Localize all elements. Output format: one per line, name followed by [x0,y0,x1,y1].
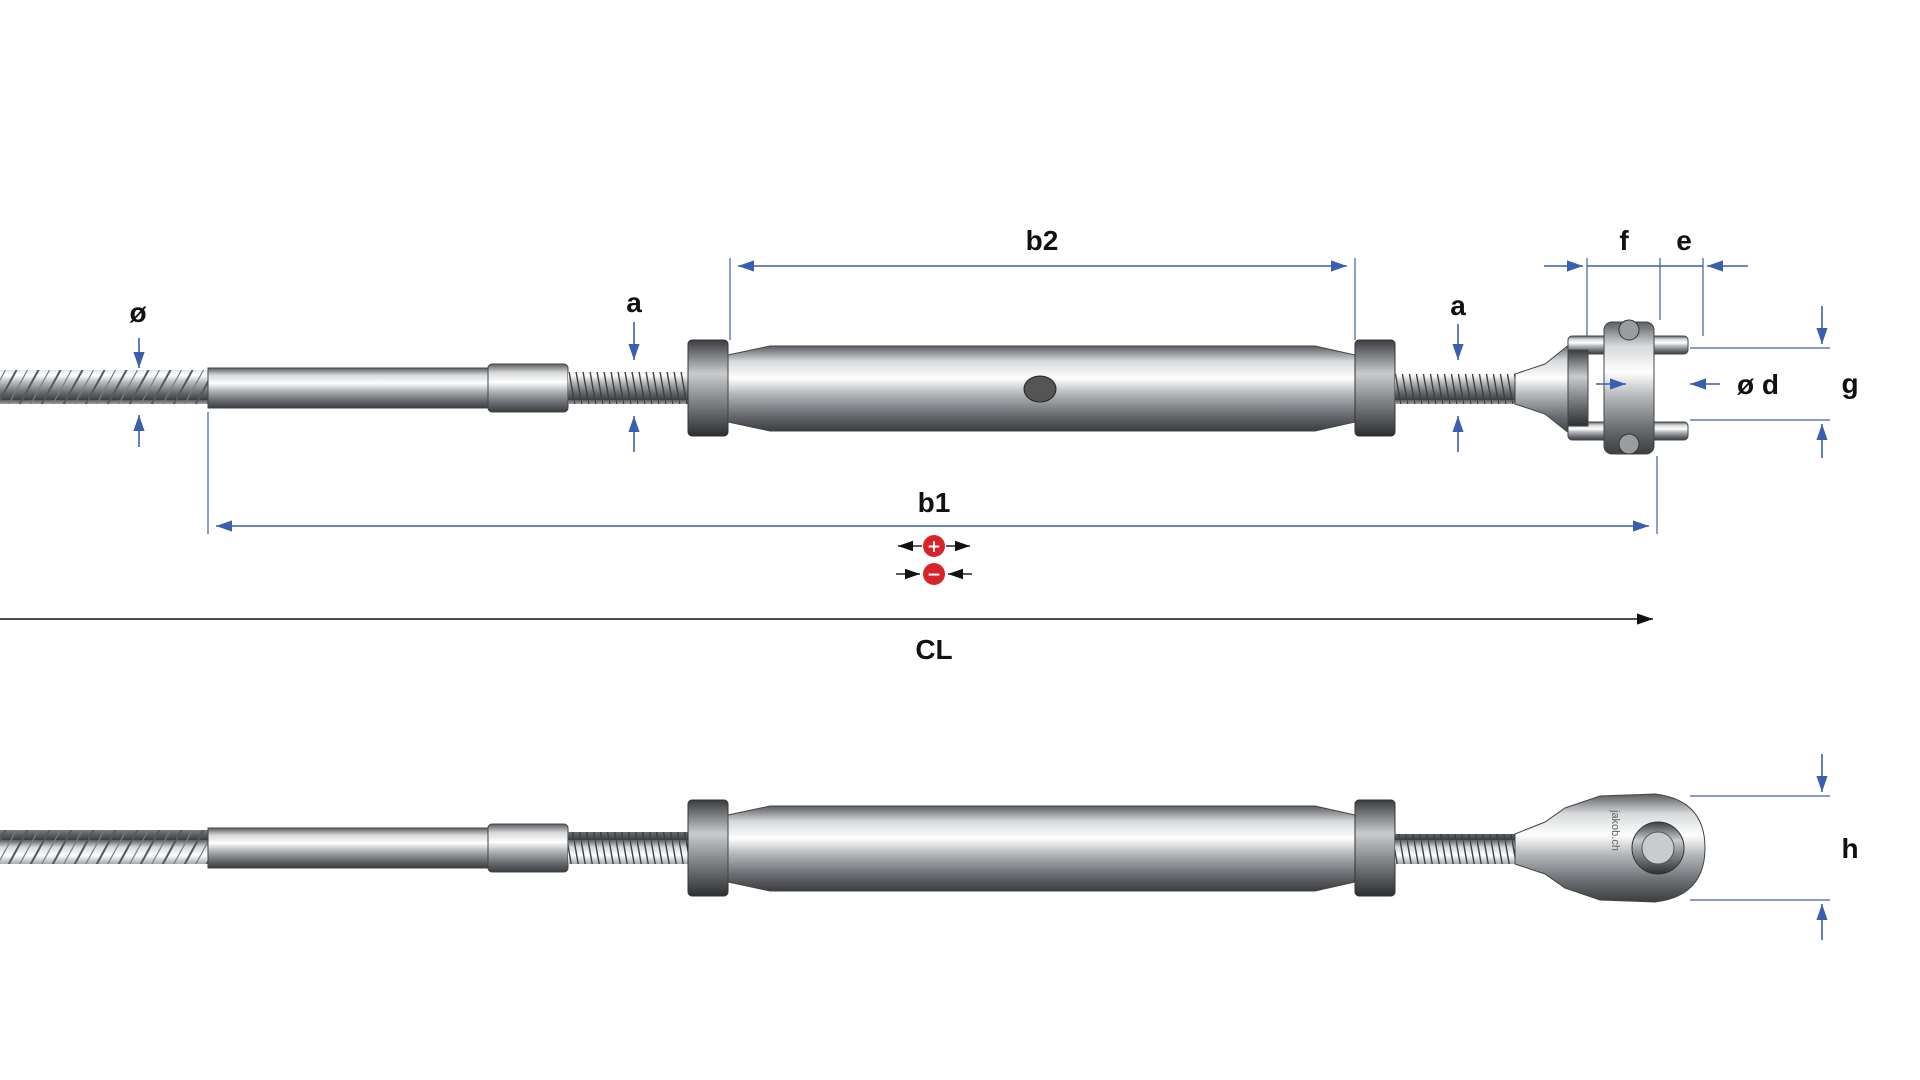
adjustment-symbols: + − [896,535,972,585]
threaded-stud-right [1395,834,1515,864]
label-d: ø d [1737,369,1779,400]
jaw-neck [1514,342,1571,436]
turnbuckle-jaw-assembly [0,319,1689,455]
label-cl: CL [915,634,952,665]
label-a-left: a [626,287,642,318]
dim-thread-a-left: a [626,287,642,452]
dim-eye-h: h [1690,754,1859,940]
retract-icon: − [896,563,972,585]
threaded-stud-left [568,372,688,404]
dim-pin-diameter-d: ø d [1596,369,1779,400]
swage-terminal [207,827,489,869]
dim-rope-diameter: ø [129,297,147,447]
label-e: e [1676,225,1692,256]
label-h: h [1841,833,1858,864]
lock-nut-left [687,339,729,437]
label-b2: b2 [1026,225,1059,256]
label-g: g [1841,368,1858,399]
label-f: f [1619,225,1629,256]
threaded-stud-left [568,832,688,864]
extend-icon: + [898,535,970,557]
dim-b1: b1 [207,412,1658,534]
threaded-stud-right [1395,374,1515,404]
turnbuckle-eye-assembly: jakob.ch [0,793,1706,903]
lock-nut-left [687,799,729,897]
swage-collar [487,363,569,413]
jaw-marking: jakob.ch [1609,809,1621,851]
turnbuckle-body-hole [1023,375,1057,403]
fork-jaw-icon [1567,319,1689,455]
lock-nut-right [1354,799,1396,897]
label-rope-diameter: ø [129,297,146,328]
label-b1: b1 [918,487,951,518]
wire-rope-icon [0,830,212,864]
dim-jaw-f-e: f e [1544,225,1748,336]
swage-terminal [207,367,489,409]
dim-cl: CL [0,613,1653,665]
dim-body-length-b2: b2 [729,225,1356,340]
minus-sign: − [927,565,941,585]
eye-terminal-icon: jakob.ch [1514,793,1706,903]
lock-nut-right [1354,339,1396,437]
swage-collar [487,823,569,873]
plus-sign: + [927,537,941,557]
dim-jaw-g: g [1690,306,1859,458]
dim-thread-a-right: a [1450,290,1466,452]
label-a-right: a [1450,290,1466,321]
turnbuckle-icon [727,805,1356,892]
wire-rope-icon [0,370,212,404]
